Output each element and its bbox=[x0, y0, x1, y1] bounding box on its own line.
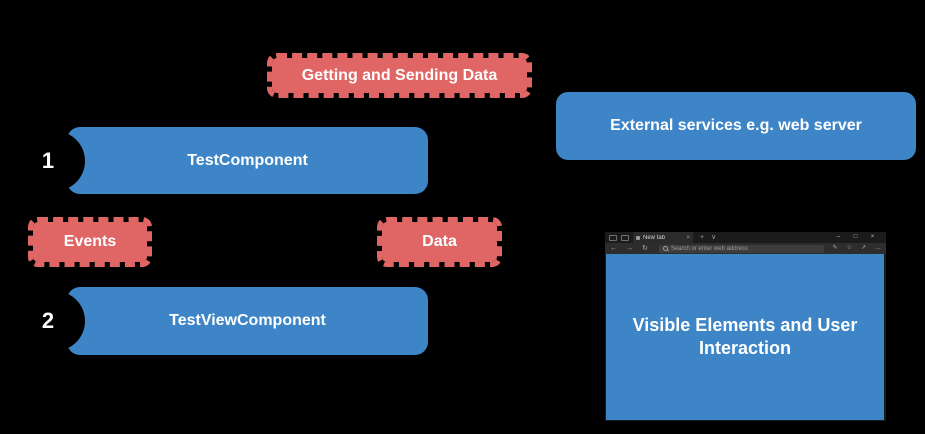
data-box: Data bbox=[377, 217, 502, 267]
test-component-label: TestComponent bbox=[187, 151, 308, 169]
test-view-component-label: TestViewComponent bbox=[169, 312, 326, 329]
toolbar-icons: ✎ ☆ ↗ … bbox=[824, 243, 881, 254]
external-services-label: External services e.g. web server bbox=[610, 117, 862, 134]
getting-sending-data-box: Getting and Sending Data bbox=[267, 53, 532, 98]
close-button[interactable]: × bbox=[870, 234, 875, 240]
events-box: Events bbox=[28, 217, 152, 267]
browser-address-bar: ← → ↻ Search or enter web address ✎ ☆ ↗ … bbox=[605, 243, 886, 254]
browser-tab[interactable]: New tab × bbox=[633, 232, 693, 243]
connector-notch bbox=[25, 291, 85, 351]
external-services-box: External services e.g. web server bbox=[556, 92, 916, 160]
minimize-button[interactable]: – bbox=[836, 234, 841, 240]
back-button[interactable]: ← bbox=[610, 245, 617, 252]
data-label: Data bbox=[422, 233, 457, 250]
browser-tab-bar: New tab × + ∨ – □ × bbox=[605, 232, 886, 243]
add-notes-icon[interactable]: ✎ bbox=[832, 245, 838, 251]
hub-favorites-icon[interactable]: ☆ bbox=[846, 245, 852, 251]
tab-favicon-icon bbox=[636, 235, 640, 240]
browser-content-area: Visible Elements and User Interaction bbox=[606, 254, 884, 420]
tab-close-icon[interactable]: × bbox=[686, 234, 690, 241]
new-tab-button[interactable]: + bbox=[700, 234, 705, 241]
set-aside-tabs-icon[interactable] bbox=[621, 234, 629, 241]
search-placeholder: Search or enter web address bbox=[670, 245, 748, 252]
address-search-input[interactable]: Search or enter web address bbox=[658, 244, 824, 253]
refresh-button[interactable]: ↻ bbox=[642, 245, 648, 252]
test-view-component-box: 2 TestViewComponent bbox=[25, 287, 428, 355]
test-component-box: 1 TestComponent bbox=[25, 127, 428, 194]
tab-preview-icon[interactable] bbox=[609, 234, 617, 241]
browser-window: New tab × + ∨ – □ × ← → ↻ Search or ente… bbox=[605, 232, 886, 421]
step-number-1: 1 bbox=[41, 147, 55, 173]
connector-notch bbox=[25, 130, 85, 191]
getting-sending-data-label: Getting and Sending Data bbox=[301, 66, 498, 84]
maximize-button[interactable]: □ bbox=[853, 234, 858, 240]
browser-content-label: Visible Elements and User Interaction bbox=[632, 314, 858, 358]
events-label: Events bbox=[63, 233, 117, 250]
search-icon bbox=[662, 246, 668, 251]
tab-title: New tab bbox=[643, 234, 666, 241]
tab-list-chevron-icon[interactable]: ∨ bbox=[711, 234, 717, 241]
window-controls: – □ × bbox=[830, 232, 881, 243]
forward-button[interactable]: → bbox=[626, 245, 633, 252]
share-icon[interactable]: ↗ bbox=[860, 245, 866, 251]
step-number-2: 2 bbox=[41, 308, 55, 333]
more-options-icon[interactable]: … bbox=[875, 245, 881, 251]
